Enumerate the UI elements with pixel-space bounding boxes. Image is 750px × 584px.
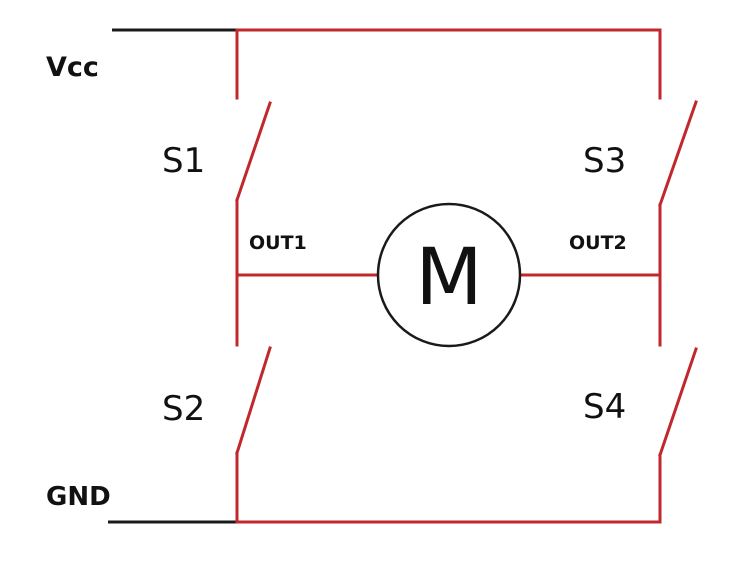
switch-s4-label: S4 bbox=[583, 387, 626, 427]
switch-s1-label: S1 bbox=[162, 141, 205, 181]
switch-s3-blade bbox=[658, 100, 698, 207]
motor-circle bbox=[376, 202, 522, 348]
vcc-label: Vcc bbox=[46, 52, 99, 83]
gnd-label: GND bbox=[46, 482, 111, 512]
switch-s1-blade bbox=[235, 101, 272, 202]
out1-label: OUT1 bbox=[249, 232, 307, 254]
motor: M bbox=[376, 202, 522, 348]
switch-s4-blade bbox=[658, 347, 698, 457]
motor-label: M bbox=[415, 233, 482, 323]
switch-s3-label: S3 bbox=[583, 141, 626, 181]
switch-s2-label: S2 bbox=[162, 389, 205, 429]
out2-label: OUT2 bbox=[569, 232, 627, 254]
switch-s2-blade bbox=[235, 346, 272, 455]
